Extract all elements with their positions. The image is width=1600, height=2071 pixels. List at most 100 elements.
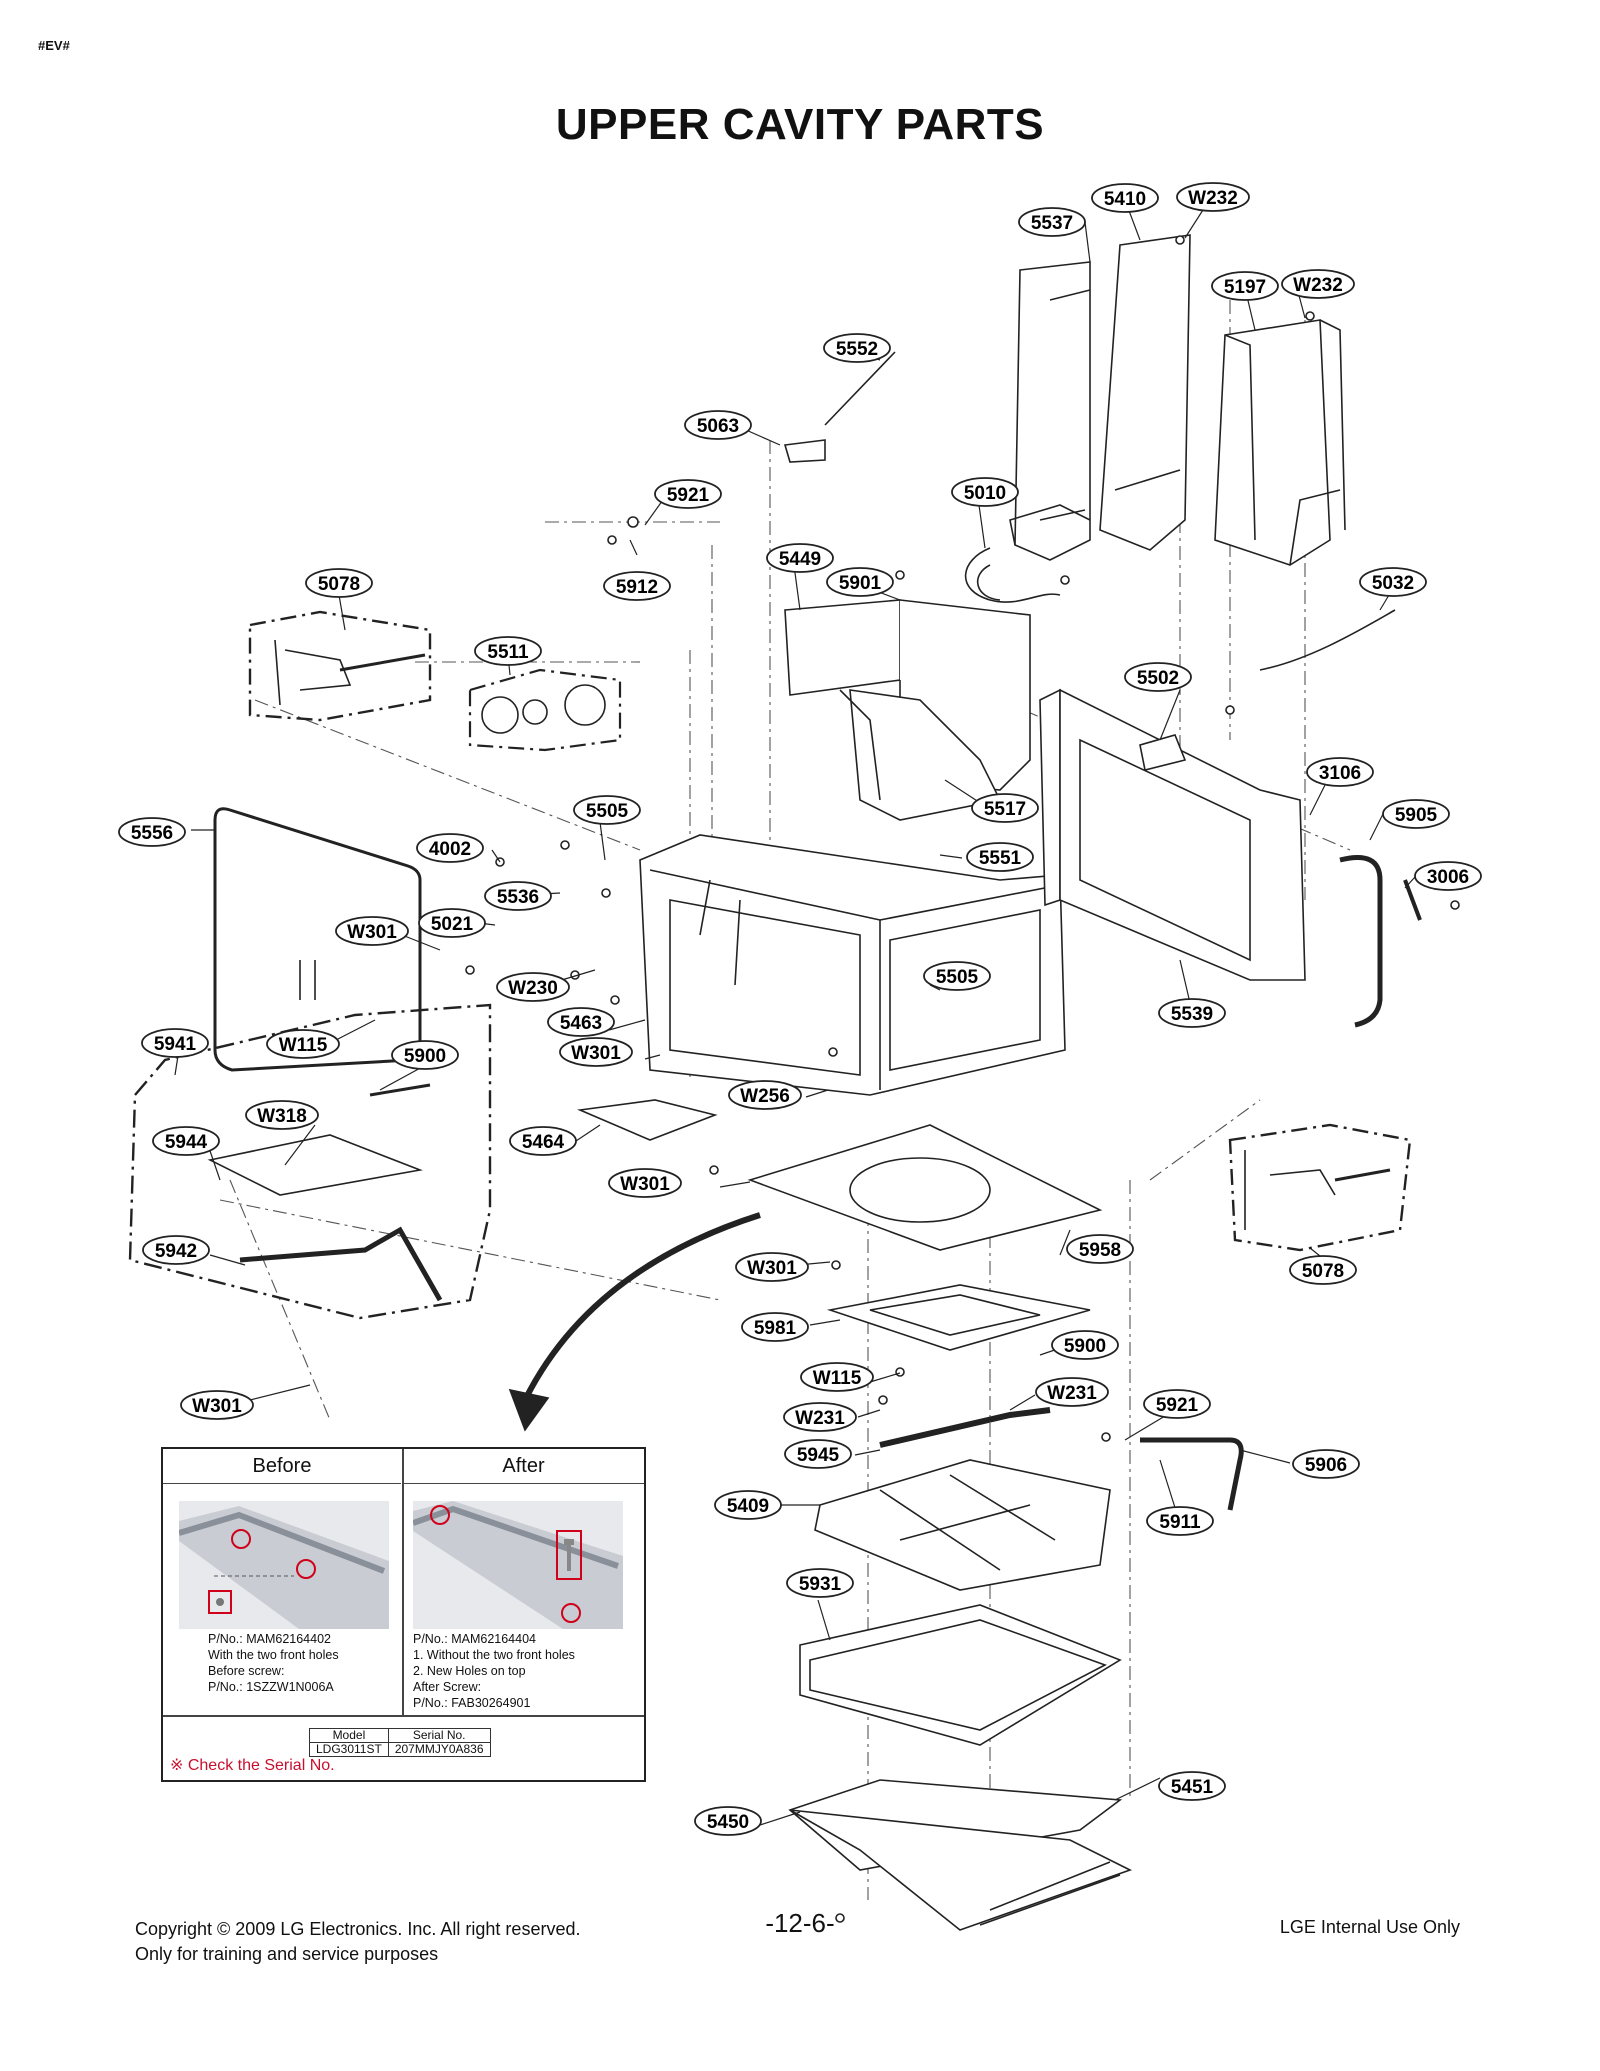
svg-text:5449: 5449 — [779, 549, 821, 570]
callout-5010: 5010 — [951, 477, 1019, 507]
svg-text:5945: 5945 — [797, 1445, 840, 1466]
svg-text:3106: 3106 — [1319, 763, 1361, 784]
callout-5901: 5901 — [826, 567, 894, 597]
callout-5536: 5536 — [484, 881, 552, 911]
svg-text:5021: 5021 — [431, 914, 474, 935]
callout-W301: W301 — [335, 916, 409, 946]
before-heading: Before — [163, 1449, 401, 1484]
callout-5911: 5911 — [1146, 1506, 1214, 1536]
callout-W230: W230 — [496, 972, 570, 1002]
after-photo — [413, 1501, 623, 1629]
svg-text:W230: W230 — [508, 978, 558, 999]
callout-5958: 5958 — [1066, 1234, 1134, 1264]
svg-text:W231: W231 — [1047, 1383, 1097, 1404]
before-photo — [179, 1501, 389, 1629]
callout-W232: W232 — [1281, 269, 1355, 299]
callout-5905: 5905 — [1382, 799, 1450, 829]
duct-5537 — [1009, 261, 1091, 561]
callout-5552: 5552 — [823, 333, 891, 363]
callout-5078: 5078 — [305, 568, 373, 598]
page-number: -12-6- — [765, 1908, 835, 1938]
svg-text:5921: 5921 — [667, 485, 710, 506]
svg-text:5032: 5032 — [1372, 573, 1414, 594]
callout-5502: 5502 — [1124, 662, 1192, 692]
internal-use-label: LGE Internal Use Only — [1279, 1917, 1460, 1937]
callout-5078: 5078 — [1289, 1255, 1357, 1285]
copyright-line: Copyright © 2009 LG Electronics. Inc. Al… — [135, 1919, 581, 1939]
callout-5505: 5505 — [573, 795, 641, 825]
callout-5517: 5517 — [971, 793, 1039, 823]
callout-5981: 5981 — [741, 1312, 809, 1342]
callout-W301: W301 — [735, 1252, 809, 1282]
svg-text:5463: 5463 — [560, 1013, 602, 1034]
svg-text:5511: 5511 — [487, 642, 529, 663]
svg-text:W115: W115 — [813, 1368, 862, 1389]
svg-text:5505: 5505 — [936, 967, 979, 988]
svg-text:5900: 5900 — [1064, 1336, 1106, 1357]
callout-5906: 5906 — [1292, 1449, 1360, 1479]
callout-5021: 5021 — [418, 908, 486, 938]
callout-W231: W231 — [1035, 1377, 1109, 1407]
svg-text:W231: W231 — [795, 1408, 845, 1429]
column-divider — [402, 1449, 404, 1715]
footer-copyright: Copyright © 2009 LG Electronics. Inc. Al… — [135, 1917, 580, 1967]
duct-5410 — [1099, 234, 1191, 551]
svg-text:5911: 5911 — [1159, 1512, 1201, 1533]
svg-text:W301: W301 — [571, 1043, 621, 1064]
svg-text:W301: W301 — [620, 1174, 670, 1195]
svg-text:3006: 3006 — [1427, 867, 1469, 888]
svg-text:5958: 5958 — [1079, 1240, 1121, 1261]
svg-text:5197: 5197 — [1224, 277, 1266, 298]
oven-cavity — [639, 834, 1066, 1096]
svg-text:5900: 5900 — [404, 1046, 446, 1067]
callout-5409: 5409 — [714, 1490, 782, 1520]
callout-5410: 5410 — [1091, 183, 1159, 213]
svg-text:5505: 5505 — [586, 801, 629, 822]
svg-text:5451: 5451 — [1171, 1777, 1214, 1798]
svg-text:4002: 4002 — [429, 839, 471, 860]
svg-text:W318: W318 — [257, 1106, 307, 1127]
callout-4002: 4002 — [416, 833, 484, 863]
callout-W231: W231 — [783, 1402, 857, 1432]
svg-text:5537: 5537 — [1031, 213, 1073, 234]
svg-text:5502: 5502 — [1137, 668, 1179, 689]
callout-5463: 5463 — [547, 1007, 615, 1037]
serial-table: Model Serial No. LDG3011ST 207MMJY0A836 — [309, 1728, 491, 1757]
callout-5539: 5539 — [1158, 998, 1226, 1028]
callout-5537: 5537 — [1018, 207, 1086, 237]
corner-tag: #EV# — [38, 38, 70, 53]
svg-text:5901: 5901 — [839, 573, 882, 594]
page-title: UPPER CAVITY PARTS — [555, 100, 1045, 149]
svg-text:W301: W301 — [192, 1396, 242, 1417]
callout-5551: 5551 — [966, 842, 1034, 872]
revision-inset: Before After P/No.: MAM62164402 With the… — [161, 1447, 646, 1782]
callout-5941: 5941 — [141, 1028, 209, 1058]
callout-5931: 5931 — [786, 1568, 854, 1598]
svg-text:5556: 5556 — [131, 823, 173, 844]
svg-text:5464: 5464 — [522, 1132, 565, 1153]
callout-5556: 5556 — [118, 817, 186, 847]
svg-text:W256: W256 — [740, 1086, 790, 1107]
callout-5451: 5451 — [1158, 1771, 1226, 1801]
usage-line: Only for training and service purposes — [135, 1944, 439, 1964]
callout-5505: 5505 — [923, 961, 991, 991]
svg-text:5539: 5539 — [1171, 1004, 1213, 1025]
svg-text:5944: 5944 — [165, 1132, 208, 1153]
serial-table-header: Model — [309, 1728, 389, 1743]
callout-W318: W318 — [245, 1100, 319, 1130]
serial-table-header: Serial No. — [387, 1728, 491, 1743]
duct-5197 — [1214, 319, 1346, 566]
callout-5944: 5944 — [152, 1126, 220, 1156]
after-part-note: P/No.: MAM62164404 1. Without the two fr… — [413, 1632, 575, 1710]
svg-text:5912: 5912 — [616, 577, 658, 598]
row-divider — [163, 1715, 644, 1717]
svg-text:5941: 5941 — [154, 1034, 197, 1055]
callout-W115: W115 — [800, 1362, 874, 1392]
callout-5942: 5942 — [142, 1235, 210, 1265]
serial-table-cell: LDG3011ST — [309, 1742, 389, 1757]
callout-5197: 5197 — [1211, 271, 1279, 301]
before-part-note: P/No.: MAM62164402 With the two front ho… — [208, 1632, 339, 1694]
serial-table-cell: 207MMJY0A836 — [387, 1742, 491, 1757]
callout-W256: W256 — [728, 1080, 802, 1110]
svg-text:5409: 5409 — [727, 1496, 769, 1517]
